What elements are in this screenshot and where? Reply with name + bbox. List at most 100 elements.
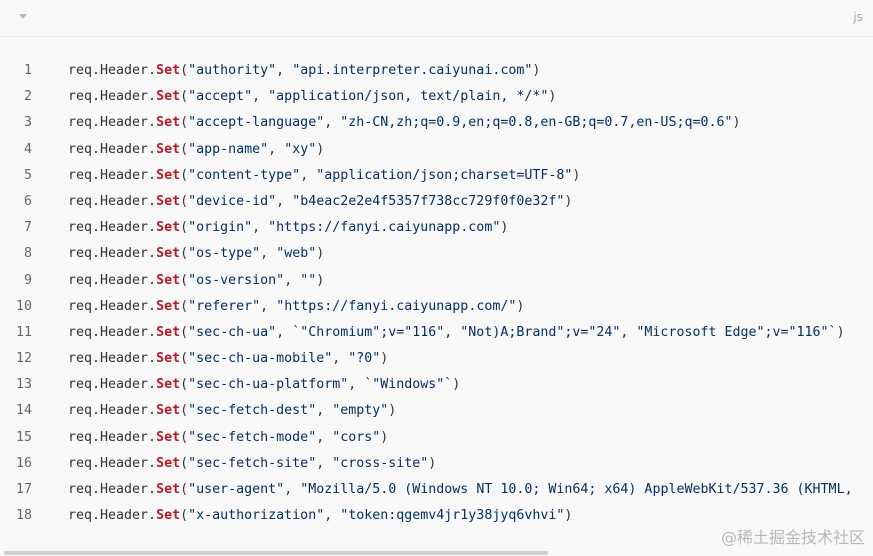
code-punctuation: , — [276, 324, 293, 340]
code-string: "os-type" — [188, 246, 261, 262]
code-paren: ( — [180, 220, 189, 236]
line-code: req.Header.Set("content-type", "applicat… — [68, 163, 580, 189]
line-code: req.Header.Set("referer", "https://fanyi… — [68, 294, 524, 320]
code-string: `"Chromium";v="116", "Not)A;Brand";v="24… — [292, 324, 837, 340]
code-string: "empty" — [332, 403, 389, 419]
code-punctuation: ) — [388, 403, 397, 419]
code-function: Set — [156, 220, 181, 236]
code-paren: ( — [180, 429, 189, 445]
line-code: req.Header.Set("sec-fetch-site", "cross-… — [68, 451, 436, 477]
line-code: req.Header.Set("sec-fetch-dest", "empty"… — [68, 398, 396, 424]
code-string: "" — [300, 272, 317, 288]
line-number: 17 — [15, 482, 32, 497]
code-paren: ( — [180, 455, 189, 471]
chevron-down-icon[interactable] — [19, 14, 27, 19]
code-punctuation: ) — [564, 193, 573, 209]
line-number: 8 — [23, 246, 32, 262]
code-string: "user-agent" — [188, 482, 285, 497]
scrollbar-thumb[interactable] — [4, 551, 548, 555]
code-punctuation: ) — [516, 298, 525, 314]
code-string: "cross-site" — [332, 455, 429, 471]
code-function: Set — [156, 429, 181, 445]
line-number: 12 — [15, 351, 32, 367]
code-function: Set — [156, 482, 181, 497]
code-punctuation: ) — [380, 351, 389, 367]
code-object: req.Header. — [68, 220, 157, 236]
code-line: 3 req.Header.Set("accept-language", "zh-C… — [0, 110, 873, 136]
code-punctuation: , — [316, 403, 333, 419]
line-code: req.Header.Set("sec-ch-ua-mobile", "?0") — [68, 346, 388, 372]
line-code: req.Header.Set("accept-language", "zh-CN… — [68, 110, 741, 136]
code-punctuation: ) — [452, 377, 461, 393]
code-string: "sec-ch-ua-platform" — [188, 377, 349, 393]
code-object: req.Header. — [68, 89, 157, 105]
line-number: 7 — [23, 220, 32, 236]
code-punctuation: , — [316, 455, 333, 471]
code-punctuation: , — [284, 272, 301, 288]
line-number: 3 — [23, 115, 32, 131]
line-code: req.Header.Set("x-authorization", "token… — [68, 503, 572, 529]
code-punctuation: ) — [316, 246, 325, 262]
code-paren: ( — [180, 351, 189, 367]
code-string: "sec-fetch-dest" — [188, 403, 317, 419]
line-number: 4 — [23, 141, 32, 157]
code-function: Set — [156, 115, 181, 131]
code-function: Set — [156, 167, 181, 183]
code-paren: ( — [180, 141, 189, 157]
line-code: req.Header.Set("device-id", "b4eac2e2e4f… — [68, 189, 572, 215]
code-object: req.Header. — [68, 298, 157, 314]
code-object: req.Header. — [68, 508, 157, 524]
code-object: req.Header. — [68, 193, 157, 209]
code-function: Set — [156, 63, 181, 78]
code-punctuation: ) — [380, 429, 389, 445]
code-header: js — [0, 0, 873, 37]
horizontal-scrollbar[interactable] — [0, 550, 873, 556]
code-string: "application/json;charset=UTF-8" — [316, 167, 573, 183]
code-string: "origin" — [188, 220, 253, 236]
code-paren: ( — [180, 246, 189, 262]
code-function: Set — [156, 272, 181, 288]
code-paren: ( — [180, 324, 189, 340]
line-code: req.Header.Set("os-version", "") — [68, 268, 324, 294]
code-function: Set — [156, 246, 181, 262]
code-line: 18 req.Header.Set("x-authorization", "tok… — [0, 503, 873, 529]
code-punctuation: , — [252, 89, 269, 105]
code-string: "Mozilla/5.0 (Windows NT 10.0; Win64; x6… — [300, 482, 853, 497]
code-string: "app-name" — [188, 141, 269, 157]
code-paren: ( — [180, 193, 189, 209]
line-number: 13 — [15, 377, 32, 393]
code-string: "x-authorization" — [188, 508, 325, 524]
line-number: 5 — [23, 167, 32, 183]
line-number: 2 — [23, 89, 32, 105]
line-number: 11 — [15, 324, 32, 340]
code-line: 5 req.Header.Set("content-type", "applica… — [0, 163, 873, 189]
line-number: 15 — [15, 429, 32, 445]
code-paren: ( — [180, 272, 189, 288]
code-punctuation: ) — [428, 455, 437, 471]
line-number: 14 — [15, 403, 32, 419]
code-string: "b4eac2e2e4f5357f738cc729f0f0e32f" — [292, 193, 565, 209]
code-string: "referer" — [188, 298, 261, 314]
code-string: "authority" — [188, 63, 277, 78]
line-number: 18 — [15, 508, 32, 524]
code-line: 17 req.Header.Set("user-agent", "Mozilla/… — [0, 477, 873, 503]
code-punctuation: , — [276, 193, 293, 209]
code-object: req.Header. — [68, 377, 157, 393]
line-code: req.Header.Set("user-agent", "Mozilla/5.… — [68, 477, 853, 503]
code-function: Set — [156, 351, 181, 367]
code-punctuation: ) — [548, 89, 557, 105]
code-paren: ( — [180, 298, 189, 314]
code-punctuation: ) — [732, 115, 741, 131]
line-code: req.Header.Set("accept", "application/js… — [68, 84, 556, 110]
code-paren: ( — [180, 167, 189, 183]
code-string: "os-version" — [188, 272, 285, 288]
code-function: Set — [156, 89, 181, 105]
